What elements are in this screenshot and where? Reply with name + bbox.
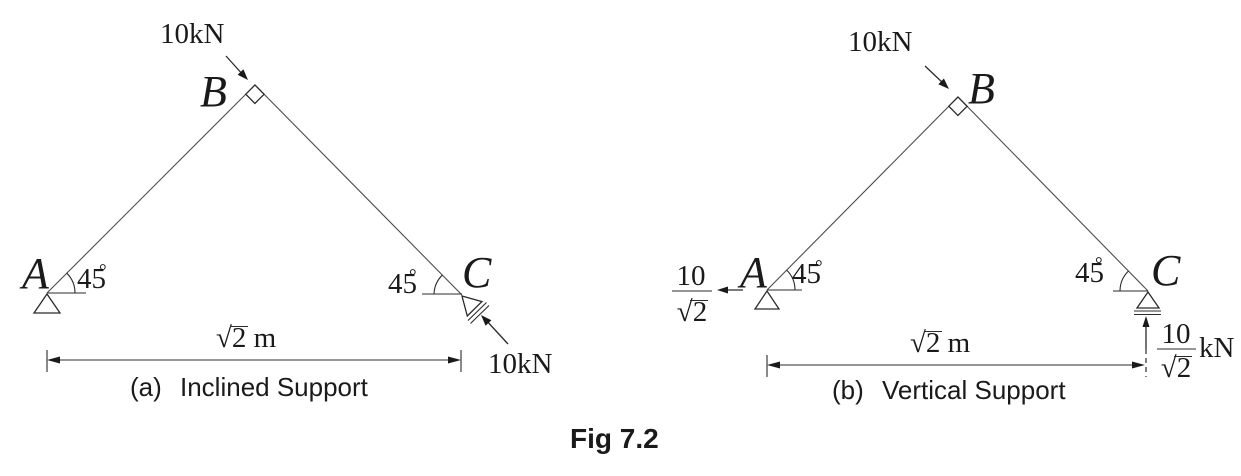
reaction-arrowhead-c [1142,316,1150,327]
angle-arc-c [1119,270,1129,292]
caption-b-text: Vertical Support [882,375,1066,405]
caption-a-label: (a) [130,372,162,402]
angle-c-label: 45 [388,268,417,300]
member-bc [254,84,463,296]
reaction-c-numerator: 10 [1162,318,1191,350]
angle-c-degree: ° [1095,254,1103,275]
dim-arrowhead-left [767,361,780,369]
right-angle-mark [947,96,969,117]
right-angle-mark [244,84,266,105]
node-b-label: B [200,67,227,116]
node-c-label: C [462,248,492,297]
node-a-label: A [19,249,50,298]
reaction-c-denominator: √2 [1161,352,1191,384]
reaction-arrowhead-a [717,286,728,294]
load-arrowhead [938,78,949,89]
angle-c-degree: ° [409,266,417,287]
member-bc [957,96,1149,292]
load-label: 10kN [848,26,913,58]
angle-a-label: 45 [77,263,106,295]
roller-surface-line-2 [470,305,490,324]
dim-arrowhead-right [1132,361,1145,369]
span-label: √2 m [216,322,277,354]
dim-arrowhead-left [47,356,60,364]
node-b-label: B [968,64,995,113]
angle-a-label: 45 [792,258,821,290]
reaction-arrow-line-c [484,318,509,345]
reaction-a-numerator: 10 [677,260,706,292]
load-label: 10kN [160,18,225,50]
angle-arc-a [786,269,796,291]
roller-support-c [1135,290,1161,309]
angle-a-degree: ° [99,261,107,282]
node-c-label: C [1151,246,1181,295]
pin-support-a [32,292,62,314]
angle-c-label: 45 [1075,257,1104,289]
member-ab [766,96,959,291]
caption-b-label: (b) [832,375,864,405]
angle-a-degree: ° [815,257,823,278]
angle-arc-a [66,272,76,294]
reaction-arrowhead-c [481,315,492,326]
span-label: √2 m [910,327,971,359]
node-a-label: A [737,248,768,297]
diagram-b: 10kN B A C 45 ° 10 √2 45 ° 10 √2 kN [672,26,1235,405]
caption-a-text: Inclined Support [180,372,369,402]
load-arrow-line [924,65,945,85]
dim-arrowhead-right [448,356,461,364]
reaction-label-c: 10kN [488,348,553,380]
roller-surface-line-1 [467,302,487,321]
roller-support-c [461,295,484,318]
angle-arc-c [433,274,443,295]
pin-support-a [753,289,781,310]
figure-caption: Fig 7.2 [570,423,659,454]
load-arrowhead [237,69,248,80]
reaction-a-denominator: √2 [677,296,707,328]
diagram-a: 10kN B A C 45 ° 45 ° 10kN √2 m (a) Incli… [19,18,553,402]
member-ab [46,84,256,294]
reaction-c-unit: kN [1199,332,1235,364]
